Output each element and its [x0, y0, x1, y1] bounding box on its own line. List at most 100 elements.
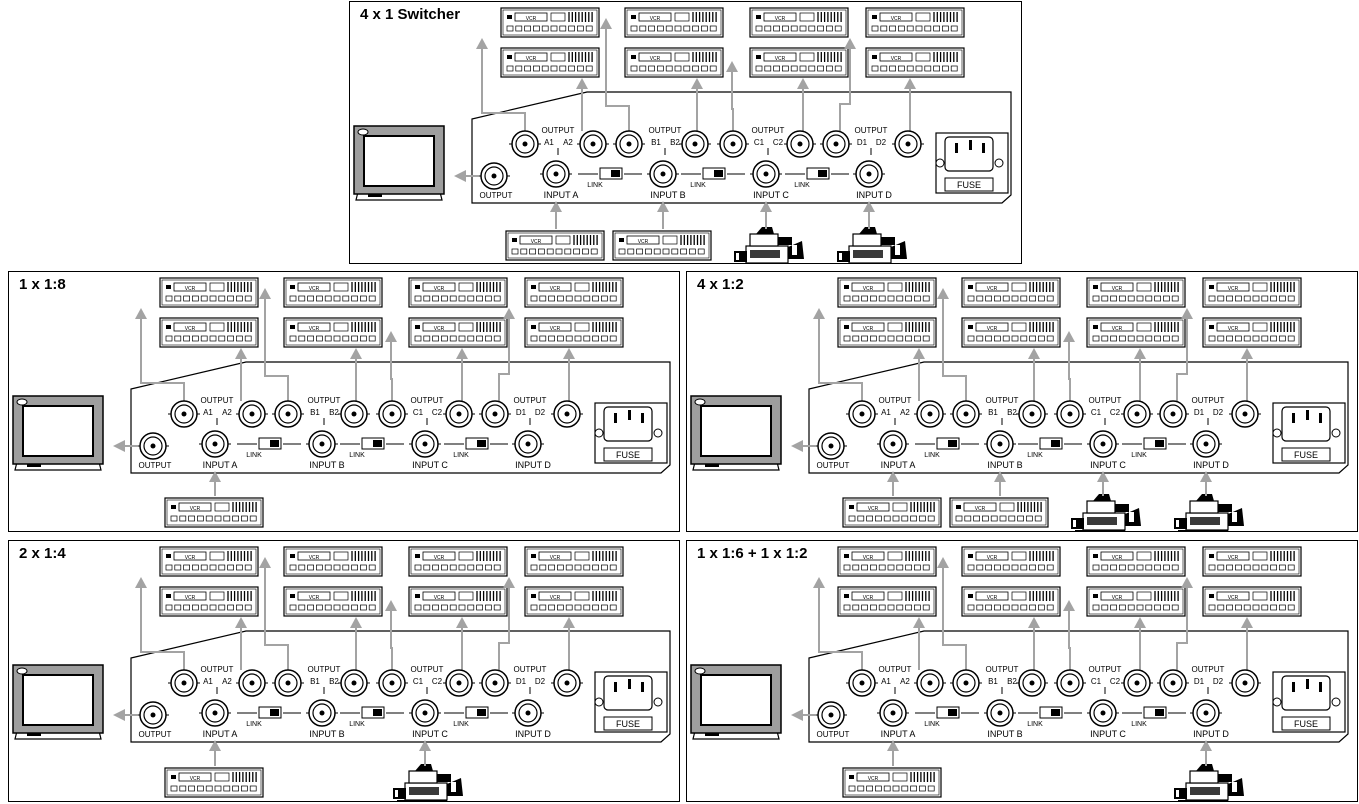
vcr-label: VCR: [863, 326, 874, 332]
output-d2-connector: [1229, 669, 1261, 697]
vcr-label: VCR: [1112, 595, 1123, 601]
vcr-label: VCR: [891, 56, 902, 62]
output-b2-label: B2: [1007, 408, 1017, 417]
vcr-label: VCR: [309, 595, 320, 601]
vcr-label: VCR: [190, 776, 201, 782]
routing-arrow-head: [937, 288, 949, 299]
vcr-label: VCR: [185, 326, 196, 332]
routing-line: [264, 567, 289, 670]
input-a-label: INPUT A: [881, 729, 916, 739]
output-c1-connector: [376, 400, 408, 428]
vcr-label: VCR: [434, 326, 445, 332]
output-d1-connector: [479, 669, 511, 697]
power-inlet: FUSE: [594, 402, 668, 464]
output-d2-label: D2: [535, 408, 546, 417]
routing-line: [390, 610, 393, 670]
output-group-label: OUTPUT: [308, 396, 341, 405]
routing-line: [1176, 318, 1188, 401]
output-d2-connector: [1229, 400, 1261, 428]
vcr-second-row: VCR: [624, 47, 724, 78]
link-label: LINK: [924, 721, 940, 728]
vcr-label: VCR: [987, 286, 998, 292]
output-b1-connector: [950, 669, 982, 697]
output-d2-label: D2: [535, 677, 546, 686]
output-b2-connector: [338, 669, 370, 697]
output-arrow-head: [563, 617, 575, 628]
output-a2-connector: [914, 669, 946, 697]
output-group-label: OUTPUT: [1089, 665, 1122, 674]
routing-arrow-head: [937, 557, 949, 568]
monitor-output-connector: [137, 432, 169, 460]
vcr-second-row: VCR: [524, 317, 624, 348]
output-d2-connector: [551, 669, 583, 697]
output-c2-label: C2: [432, 677, 443, 686]
monitor-arrow-head: [791, 440, 803, 452]
vcr-label: VCR: [987, 555, 998, 561]
power-inlet: FUSE: [1272, 671, 1346, 733]
vcr-label: VCR: [975, 506, 986, 512]
output-group-label: OUTPUT: [411, 396, 444, 405]
input-arrow-b-head: [657, 201, 669, 212]
output-arrow-head: [1134, 617, 1146, 628]
input-arrow-a-head: [887, 471, 899, 482]
routing-line: [1068, 341, 1071, 401]
output-a2-label: A2: [900, 677, 910, 686]
input-b-label: INPUT B: [650, 190, 685, 200]
output-a1-label: A1: [203, 677, 213, 686]
routing-line: [481, 48, 526, 131]
output-group-label: OUTPUT: [542, 126, 575, 135]
output-arrow-head: [691, 78, 703, 89]
output-a2-label: A2: [563, 138, 573, 147]
vcr-label: VCR: [987, 595, 998, 601]
vcr-label: VCR: [775, 56, 786, 62]
input-a-label: INPUT A: [881, 460, 916, 470]
vcr-second-row: VCR: [865, 47, 965, 78]
output-c1-label: C1: [413, 408, 424, 417]
vcr-second-row: VCR: [1086, 317, 1186, 348]
output-b2-label: B2: [670, 138, 680, 147]
input-c-connector: [409, 430, 441, 458]
vcr-top-row: VCR: [283, 277, 383, 308]
routing-line: [498, 318, 510, 401]
output-d2-label: D2: [1213, 677, 1224, 686]
input-d-connector: [853, 160, 885, 188]
output-b2-label: B2: [1007, 677, 1017, 686]
vcr-label: VCR: [987, 326, 998, 332]
output-group-label: OUTPUT: [879, 665, 912, 674]
vcr-top-row: VCR: [524, 277, 624, 308]
output-a1-connector: [168, 669, 200, 697]
output-a1-label: A1: [881, 408, 891, 417]
output-c1-connector: [717, 130, 749, 158]
vcr-label: VCR: [434, 286, 445, 292]
input-arrow-a-head: [550, 201, 562, 212]
output-b1-label: B1: [651, 138, 661, 147]
output-c1-label: C1: [413, 677, 424, 686]
output-b2-label: B2: [329, 677, 339, 686]
output-c1-connector: [376, 669, 408, 697]
vcr-label: VCR: [863, 286, 874, 292]
output-group-label: OUTPUT: [1192, 665, 1225, 674]
vcr-label: VCR: [650, 16, 661, 22]
output-c2-connector: [784, 130, 816, 158]
output-group-label: OUTPUT: [879, 396, 912, 405]
vcr-label: VCR: [863, 595, 874, 601]
output-b1-connector: [272, 400, 304, 428]
fuse-label: FUSE: [616, 719, 640, 729]
monitor-output-connector: [478, 162, 510, 190]
output-c1-connector: [1054, 669, 1086, 697]
output-group-label: OUTPUT: [986, 396, 1019, 405]
power-inlet: FUSE: [594, 671, 668, 733]
routing-line: [390, 341, 393, 401]
input-a-connector: [540, 160, 572, 188]
vcr-label: VCR: [526, 16, 537, 22]
output-arrow-head: [456, 617, 468, 628]
vcr-second-row: VCR: [500, 47, 600, 78]
output-a1-connector: [846, 669, 878, 697]
monitor-arrow-head: [791, 709, 803, 721]
output-c1-label: C1: [1091, 677, 1102, 686]
output-group-label: OUTPUT: [201, 396, 234, 405]
vcr-label: VCR: [1112, 555, 1123, 561]
fuse-label: FUSE: [616, 450, 640, 460]
input-c-connector: [1087, 430, 1119, 458]
input-d-label: INPUT D: [856, 190, 892, 200]
